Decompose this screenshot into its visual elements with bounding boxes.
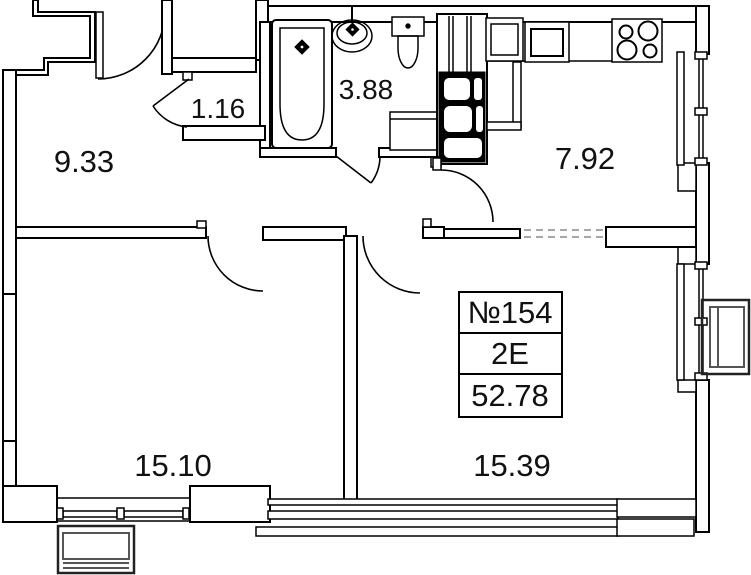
room-divider-wall — [343, 235, 358, 503]
bottom-walls — [2, 485, 697, 537]
mid-wall-pier — [262, 226, 347, 241]
door-jamb-cap — [196, 220, 207, 229]
toilet-button — [405, 23, 411, 29]
unit-type: 2E — [491, 336, 529, 371]
kitchen-door-jamb — [432, 157, 442, 171]
kitchen-niche-wall-v — [512, 61, 522, 129]
closet-door-swing — [152, 105, 188, 128]
bathroom-door — [335, 155, 381, 184]
ac-basket-right — [700, 298, 751, 376]
bathroom-bottom-wall-left — [259, 147, 337, 158]
unit-info-table: №154 2E 52.78 — [458, 291, 563, 418]
living-room-door — [207, 235, 264, 292]
closet-walls — [161, 0, 271, 151]
right-wall-top — [695, 5, 710, 55]
room-label-bedroom: 15.39 — [473, 448, 551, 483]
bedroom-door-stub-notch — [422, 218, 432, 228]
kitchen-cabinet — [485, 17, 524, 62]
kitchen-window — [676, 51, 708, 166]
hall-livingroom-wall — [15, 226, 207, 239]
unit-number: №154 — [468, 295, 553, 330]
bottom-right-corner-block — [616, 518, 695, 537]
closet-door-jamb — [182, 71, 193, 81]
bedroom-door-stub — [422, 226, 445, 239]
closet-door — [152, 78, 190, 128]
room-label-living-room: 15.10 — [134, 448, 212, 483]
unit-total-area: 52.78 — [471, 378, 549, 413]
room-labels: 9.33 1.16 3.88 7.92 15.10 15.39 — [54, 74, 615, 483]
bottom-left-corner-block — [2, 485, 58, 523]
niche-wall-left — [161, 0, 173, 75]
closet-top-wall — [171, 57, 257, 73]
closet-bottom-wall — [182, 125, 266, 141]
living-room-door-swing — [207, 235, 264, 292]
bedroom-door — [362, 235, 421, 294]
bathroom-door-leaf — [335, 155, 372, 184]
bedroom-window-bottom — [255, 498, 697, 537]
bathroom-door-swing — [370, 156, 381, 184]
room-label-hallway: 9.33 — [54, 144, 114, 179]
hall-bedroom-thin-wall — [443, 228, 521, 239]
right-wall-mid — [695, 162, 710, 265]
kitchen-door-swing — [440, 169, 494, 223]
room-label-kitchen: 7.92 — [555, 141, 615, 176]
room-label-bathroom: 3.88 — [339, 74, 394, 105]
outer-walls — [2, 0, 710, 533]
bottom-right-corner-block — [616, 498, 697, 518]
bedroom-door-swing — [362, 235, 421, 294]
mid-wall-right — [605, 226, 697, 248]
washbasin-sink — [331, 19, 373, 53]
entry-door-leaf — [95, 11, 104, 79]
utility-shaft — [430, 13, 488, 168]
kitchen-door — [440, 169, 494, 223]
left-wall — [2, 69, 17, 491]
right-wall-bottom — [695, 379, 710, 533]
room-label-closet: 1.16 — [191, 93, 246, 124]
stove — [611, 18, 663, 63]
middle-wall — [15, 218, 697, 503]
balcony-bottom-left — [56, 524, 136, 575]
right-wall-pier — [677, 379, 697, 393]
toilet — [391, 16, 425, 69]
bathtub — [271, 19, 333, 149]
kitchen-sink — [524, 21, 570, 63]
kitchen-window-inner-face — [676, 51, 685, 166]
parapet-wall — [15, 0, 96, 76]
kitchen-niche-wall-h — [486, 121, 522, 131]
bedroom-window-inner-face — [676, 263, 685, 381]
bottom-mid-block — [189, 485, 271, 523]
washing-machine — [389, 111, 439, 151]
closet-door-leaf — [152, 78, 190, 107]
living-room-window — [56, 497, 190, 522]
right-wall-pier — [677, 162, 697, 192]
entry-door — [95, 11, 166, 80]
entry-door-swing — [97, 11, 166, 80]
